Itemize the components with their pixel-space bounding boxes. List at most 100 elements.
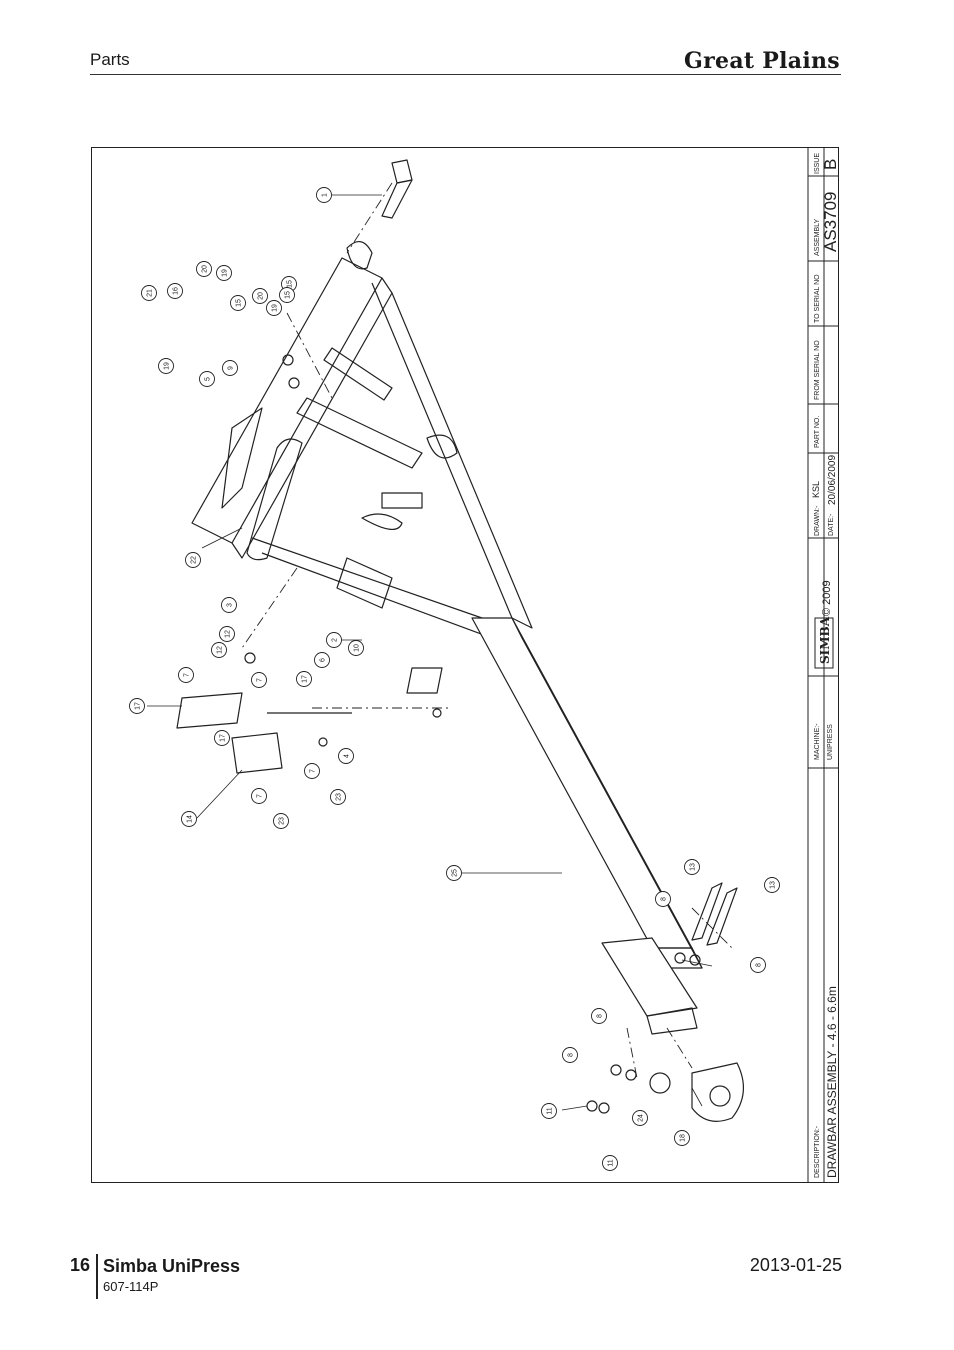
callout-balloon	[602, 1155, 618, 1171]
to-serial-label: TO SERIAL NO	[814, 274, 821, 323]
callout-number: 8	[756, 963, 763, 967]
callout-balloon	[632, 1110, 648, 1126]
callout-number: 20	[258, 292, 265, 300]
callout-number: 22	[191, 556, 198, 564]
footer-divider	[96, 1254, 98, 1299]
drawing-frame	[91, 147, 839, 1183]
callout-number: 3	[227, 603, 234, 607]
callout-number: 25	[452, 869, 459, 877]
callout-balloon	[338, 748, 354, 764]
callout-balloon	[141, 285, 157, 301]
callout-number: 2	[332, 638, 339, 642]
issue-value: B	[821, 159, 838, 170]
copyright-text: © 2009	[821, 580, 833, 616]
callout-number: 7	[310, 769, 317, 773]
callout-number: 11	[608, 1159, 615, 1166]
callout-number: 15	[236, 299, 243, 307]
part-no-label: PART NO.	[814, 416, 821, 448]
machine-value: UNIPRESS	[827, 724, 834, 760]
section-label: Parts	[90, 50, 130, 69]
callout-balloon	[251, 672, 267, 688]
callout-balloon	[314, 652, 330, 668]
callout-number: 17	[302, 675, 309, 683]
issue-label: ISSUE	[814, 153, 821, 174]
callout-number: 14	[187, 815, 194, 823]
callout-number: 20	[202, 265, 209, 273]
callout-number: 18	[680, 1134, 687, 1142]
callout-number: 6	[320, 658, 327, 662]
callout-number: 17	[220, 734, 227, 742]
callout-number: 21	[147, 289, 154, 297]
callout-number: 15	[285, 291, 292, 299]
callout-number: 4	[344, 754, 351, 758]
from-serial-label: FROM SERIAL NO	[814, 340, 821, 400]
callout-number: 9	[228, 366, 235, 370]
description-label: DESCRIPTION:-	[814, 1125, 821, 1178]
header-divider	[90, 74, 841, 75]
callout-balloon	[684, 859, 700, 875]
callout-balloon	[764, 877, 780, 893]
callout-balloon	[181, 811, 197, 827]
machine-label: MACHINE:-	[814, 723, 821, 760]
manual-title: Simba UniPress	[103, 1256, 241, 1276]
date-value: 20/06/2009	[827, 455, 838, 505]
brand-logo: Great Plains	[684, 48, 840, 74]
callout-number: 7	[257, 678, 264, 682]
callout-number: 5	[205, 377, 212, 381]
callout-balloon	[330, 789, 346, 805]
callout-balloon	[279, 287, 295, 303]
simba-logo-text: SIMBA	[818, 616, 832, 664]
callout-number: 11	[547, 1107, 554, 1114]
callout-balloon	[251, 788, 267, 804]
callout-balloon	[199, 371, 215, 387]
callout-number: 8	[568, 1053, 575, 1057]
callout-balloon	[167, 283, 183, 299]
date-label: DATE:-	[828, 513, 835, 536]
page-number: 16	[70, 1255, 91, 1275]
callout-balloon	[348, 640, 364, 656]
callout-number: 10	[354, 644, 361, 652]
callout-balloon	[655, 891, 671, 907]
callout-number: 7	[257, 794, 264, 798]
callout-balloon	[222, 360, 238, 376]
callout-number: 19	[164, 362, 171, 370]
callout-number: 24	[638, 1114, 645, 1122]
drawbar-line-art	[176, 159, 744, 1122]
assembly-number: AS3709	[821, 192, 838, 253]
callout-balloon	[185, 552, 201, 568]
drawn-label: DRAWN:-	[814, 505, 821, 536]
title-block	[807, 148, 838, 1182]
callout-balloon	[266, 300, 282, 316]
drawn-value: KSL	[811, 481, 821, 498]
callout-balloon	[750, 957, 766, 973]
manual-date: 2013-01-25	[749, 1255, 842, 1275]
manual-code: 607-114P	[103, 1279, 159, 1294]
callout-balloon	[216, 265, 232, 281]
callout-balloon	[219, 626, 235, 642]
callout-balloon	[674, 1130, 690, 1146]
simba-logo: SIMBA	[814, 616, 834, 669]
callout-balloon	[562, 1047, 578, 1063]
callout-balloon	[211, 642, 227, 658]
callout-balloon	[304, 763, 320, 779]
callout-number: 7	[184, 673, 191, 677]
callout-leaders	[147, 194, 713, 1111]
callout-balloon	[178, 667, 194, 683]
callout-balloon	[158, 358, 174, 374]
callout-balloon	[316, 187, 332, 203]
callout-number: 12	[217, 646, 224, 654]
callout-balloon	[214, 730, 230, 746]
callout-number: 1	[322, 193, 329, 197]
callout-number: 13	[690, 863, 697, 871]
callout-number: 16	[173, 287, 180, 295]
callout-balloon	[129, 698, 145, 714]
callout-balloon	[230, 295, 246, 311]
callout-number: 13	[770, 881, 777, 889]
callout-number: 15	[287, 280, 294, 288]
callout-number: 8	[661, 897, 668, 901]
description-value: DRAWBAR ASSEMBLY - 4.6 - 6.6m	[825, 986, 838, 1178]
callout-number: 8	[597, 1014, 604, 1018]
callout-number: 23	[336, 793, 343, 801]
callout-number: 17	[135, 702, 142, 710]
callout-balloon	[252, 288, 268, 304]
